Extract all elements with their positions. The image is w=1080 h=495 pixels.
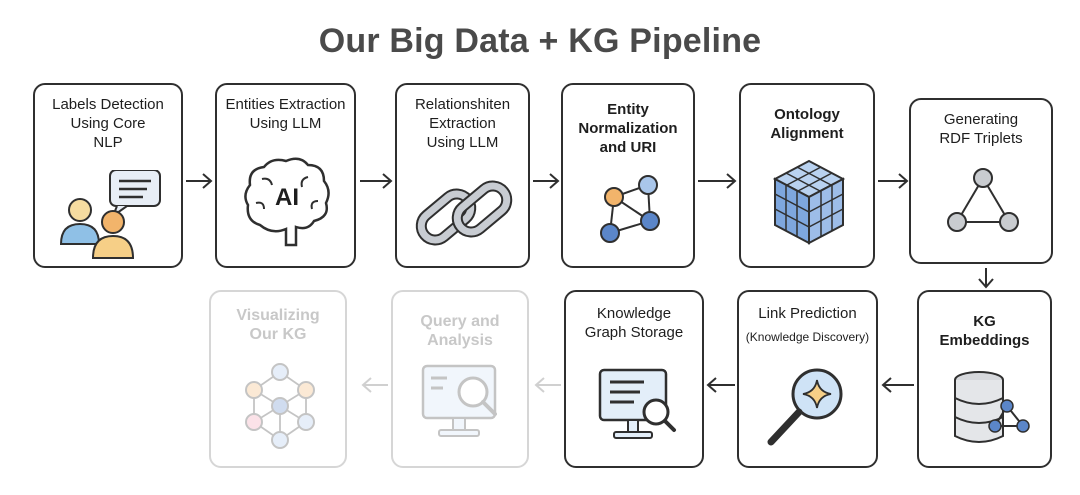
arrow-down-icon [978,268,994,289]
ai-brain-icon: AI [244,157,330,247]
arrow-right-icon [698,173,737,189]
stage-kg-storage[interactable]: Knowledge Graph Storage [564,290,704,468]
stage-label: Relationshiten Extraction Using LLM [414,96,511,151]
stage-label: Labels Detection Using Core NLP [52,96,164,151]
monitor-search-icon [598,368,676,439]
stage-rdf-triplets[interactable]: Generating RDF Triplets [909,98,1053,264]
database-graph-icon [954,371,1030,443]
stage-kg-embeddings[interactable]: KG Embeddings [917,290,1052,468]
arrow-left-icon [534,377,561,393]
arrow-right-icon [360,173,393,189]
people-chat-icon [59,170,161,259]
stage-labels-detection[interactable]: Labels Detection Using Core NLP [33,83,183,268]
arrow-right-icon [186,173,213,189]
stage-label: Entity Normalization and URI [578,101,678,156]
stage-query-analysis[interactable]: Query and Analysis [391,290,529,468]
arrow-left-icon [361,377,388,393]
stage-label: Knowledge Graph Storage [584,305,684,341]
stage-sublabel: (Knowledge Discovery) [745,330,870,344]
stage-label: Query and Analysis [420,313,500,349]
stage-ontology-alignment[interactable]: Ontology Alignment [739,83,875,268]
network-graph-icon [245,363,315,449]
ai-text: AI [275,184,299,211]
arrow-right-icon [878,173,909,189]
stage-label: Link Prediction [758,305,857,322]
stage-label: Generating RDF Triplets [939,111,1023,147]
chain-link-icon [415,180,513,246]
triangle-graph-icon [947,168,1019,232]
stage-label: Ontology Alignment [770,106,844,142]
stage-entities-extraction[interactable]: Entities Extraction Using LLM AI [215,83,356,268]
arrow-right-icon [533,173,560,189]
cube-icon [772,159,846,245]
arrow-left-icon [881,377,914,393]
stage-label: Visualizing Our KG [236,307,320,343]
screen-search-icon [421,364,497,437]
magnifier-sparkle-icon [767,368,843,446]
page-title: Our Big Data + KG Pipeline [318,22,762,60]
stage-link-prediction[interactable]: Link Prediction (Knowledge Discovery) [737,290,878,468]
stage-entity-normalization[interactable]: Entity Normalization and URI [561,83,695,268]
stage-label: Entities Extraction Using LLM [225,96,346,132]
stage-label: KG Embeddings [939,313,1030,349]
stage-visualizing-kg[interactable]: Visualizing Our KG [209,290,347,468]
stage-relationship-extraction[interactable]: Relationshiten Extraction Using LLM [395,83,530,268]
graph-nodes-icon [600,175,660,243]
arrow-left-icon [706,377,735,393]
